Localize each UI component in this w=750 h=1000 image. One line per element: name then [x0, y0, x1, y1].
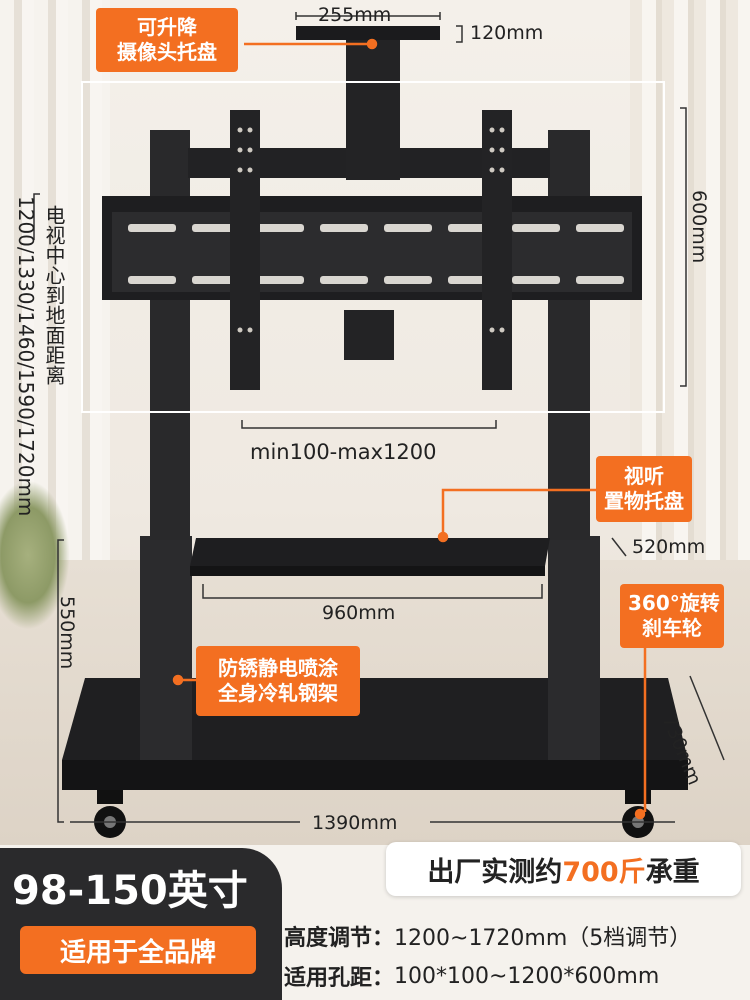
spec-vesa: 适用孔距： 100*100~1200*600mm [284, 956, 659, 996]
tv-stand-illustration [33, 12, 725, 838]
wheels-callout: 360°旋转 刹车轮 [620, 584, 724, 648]
av-tray [190, 538, 550, 566]
left-curtain [0, 0, 110, 560]
left-hanger [230, 110, 260, 390]
load-prefix: 出厂实测约 [427, 856, 563, 888]
frame-line1: 防锈静电喷涂 [218, 656, 338, 680]
camera-tray-line2: 摄像头托盘 [117, 40, 217, 64]
right-column-upper [548, 130, 590, 540]
wheel-left [94, 790, 126, 838]
frame-callout: 防锈静电喷涂 全身冷轧钢架 [196, 646, 360, 716]
right-hanger [482, 110, 512, 390]
vesa-range-label: min100-max1200 [250, 440, 437, 464]
base-width-label: 1390mm [312, 812, 398, 834]
size-tab [0, 848, 282, 1000]
frame-line2: 全身冷轧钢架 [218, 681, 338, 705]
av-tray-callout: 视听 置物托盘 [596, 456, 692, 522]
camera-tray-callout: 可升降 摄像头托盘 [96, 8, 238, 72]
tray-depth-label: 520mm [632, 536, 706, 558]
load-suffix: 承重 [645, 856, 700, 888]
camera-tray-line1: 可升降 [137, 15, 197, 39]
spec-height: 高度调节： 1200~1720mm（5档调节） [284, 916, 691, 956]
camera-width-label: 255mm [318, 4, 392, 26]
spec-vesa-label: 适用孔距： [284, 966, 395, 991]
right-column-lower [548, 536, 600, 760]
spec-vesa-value: 100*100~1200*600mm [394, 963, 660, 989]
load-value: 700斤 [562, 856, 646, 888]
center-height-values: 1200/1330/1460/1590/1720mm [14, 196, 38, 517]
camera-mast [346, 40, 400, 180]
av-tray-line2: 置物托盘 [604, 489, 684, 513]
screen-size: 98-150英寸 [12, 868, 248, 914]
camera-depth-label: 120mm [470, 22, 544, 44]
tv-outline [81, 81, 665, 413]
spec-height-label: 高度调节： [284, 926, 395, 951]
wheels-line2: 刹车轮 [642, 616, 702, 640]
tray-width-label: 960mm [322, 602, 396, 624]
panel-height-label: 600mm [688, 190, 710, 264]
left-column-upper [150, 130, 190, 540]
column-height-label: 550mm [56, 596, 78, 670]
brand-compat-badge: 适用于全品牌 [20, 926, 256, 974]
left-column-lower [140, 536, 192, 760]
av-tray-line1: 视听 [624, 464, 664, 488]
camera-tray [296, 26, 440, 40]
center-height-caption: 电视中心到地面距离 [42, 205, 66, 385]
wheels-line1: 360°旋转 [628, 591, 720, 615]
spec-height-value: 1200~1720mm（5档调节） [394, 926, 692, 951]
